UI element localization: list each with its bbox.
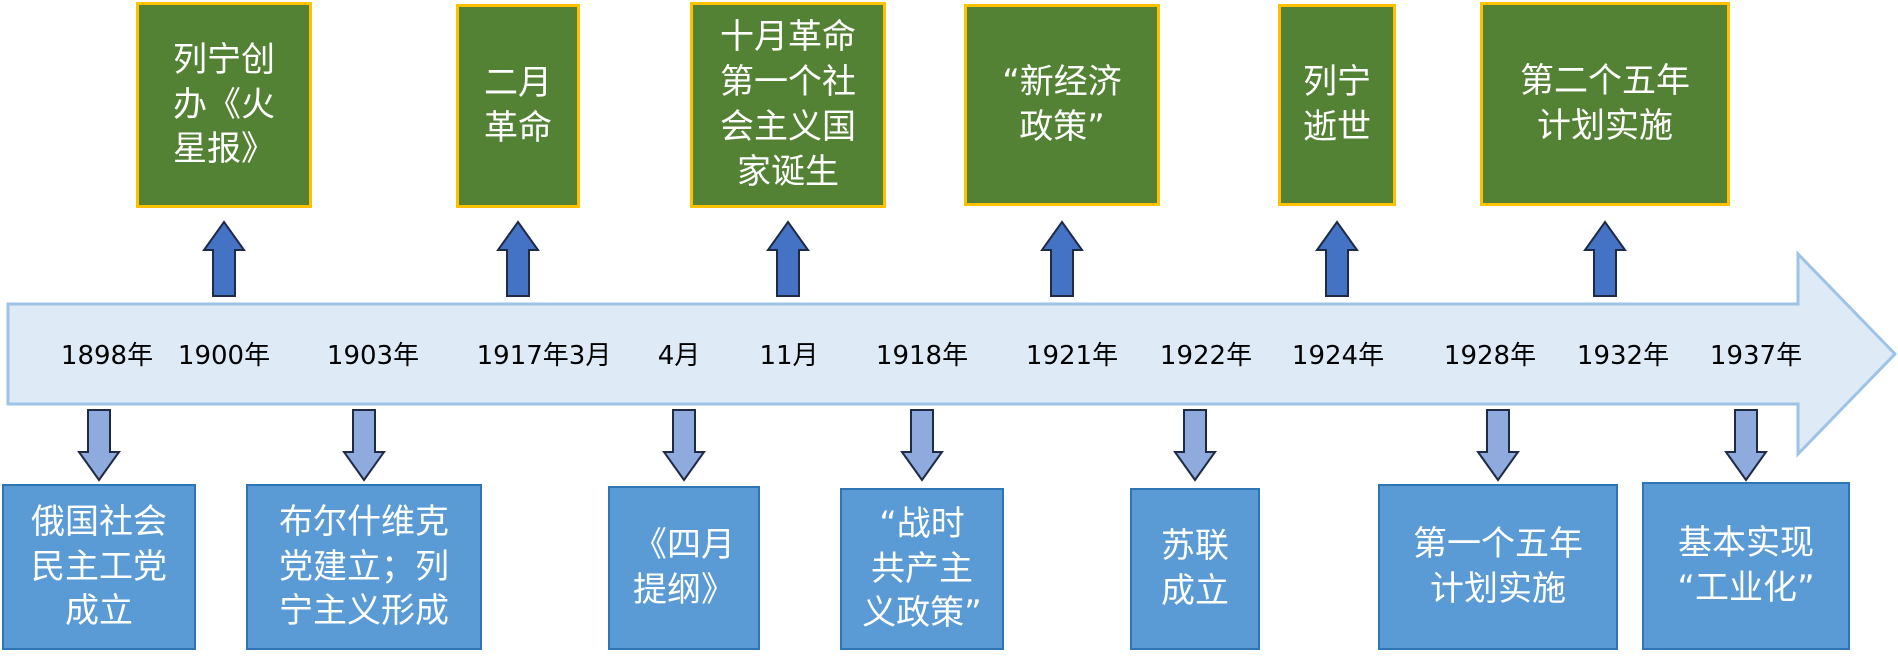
- down-arrow: [900, 409, 944, 482]
- year-label: 1900年: [177, 341, 271, 371]
- bottom-event-box: 《四月提纲》: [608, 486, 760, 650]
- event-text: 布尔什维克党建立；列宁主义形成: [279, 501, 449, 632]
- year-label: 1924年: [1291, 341, 1385, 371]
- down-arrow: [1476, 409, 1520, 482]
- up-arrow: [1040, 220, 1084, 297]
- down-arrow: [77, 409, 121, 482]
- event-text: 基本实现“工业化”: [1677, 523, 1815, 608]
- bottom-event-box: 苏联成立: [1130, 488, 1260, 650]
- top-event-box: 列宁逝世: [1278, 4, 1396, 206]
- year-label: 4月: [657, 341, 701, 371]
- event-text: 俄国社会民主工党成立: [31, 501, 167, 632]
- event-text: 列宁逝世: [1303, 62, 1371, 147]
- year-label: 1903年: [326, 341, 420, 371]
- year-label: 1898年: [60, 341, 154, 371]
- event-text: 第二个五年计划实施: [1520, 61, 1690, 146]
- timeline-arrow: [6, 250, 1898, 458]
- up-arrow: [202, 220, 246, 297]
- event-text: 二月革命: [484, 63, 552, 148]
- down-arrow: [342, 409, 386, 482]
- up-arrow: [496, 220, 540, 297]
- up-arrow: [1315, 220, 1359, 297]
- year-label: 1932年: [1576, 341, 1670, 371]
- year-label: 1921年: [1025, 341, 1119, 371]
- event-text: 列宁创办《火星报》: [173, 39, 275, 170]
- top-event-box: 十月革命第一个社会主义国家诞生: [690, 2, 886, 208]
- down-arrow: [1173, 409, 1217, 482]
- top-event-box: 列宁创办《火星报》: [136, 2, 312, 208]
- year-label: 1937年: [1709, 341, 1803, 371]
- event-text: 十月革命第一个社会主义国家诞生: [720, 17, 856, 192]
- bottom-event-box: 俄国社会民主工党成立: [2, 484, 196, 650]
- up-arrow: [766, 220, 810, 297]
- year-label: 11月: [759, 341, 819, 371]
- bottom-event-box: 布尔什维克党建立；列宁主义形成: [246, 484, 482, 650]
- event-text: 苏联成立: [1161, 526, 1229, 611]
- event-text: 第一个五年计划实施: [1413, 524, 1583, 609]
- year-label: 1922年: [1159, 341, 1253, 371]
- top-event-box: 第二个五年计划实施: [1480, 2, 1730, 206]
- down-arrow: [1724, 409, 1768, 482]
- bottom-event-box: 基本实现“工业化”: [1642, 482, 1850, 650]
- year-label: 1918年: [875, 341, 969, 371]
- event-text: “新经济政策”: [1002, 62, 1122, 147]
- year-label: 1928年: [1443, 341, 1537, 371]
- bottom-event-box: 第一个五年计划实施: [1378, 484, 1618, 650]
- top-event-box: “新经济政策”: [964, 4, 1160, 206]
- event-text: “战时共产主义政策”: [862, 503, 982, 634]
- bottom-event-box: “战时共产主义政策”: [840, 488, 1004, 650]
- top-event-box: 二月革命: [456, 4, 580, 208]
- up-arrow: [1583, 220, 1627, 297]
- event-text: 《四月提纲》: [633, 525, 735, 610]
- down-arrow: [662, 409, 706, 482]
- year-label: 1917年3月: [476, 341, 612, 371]
